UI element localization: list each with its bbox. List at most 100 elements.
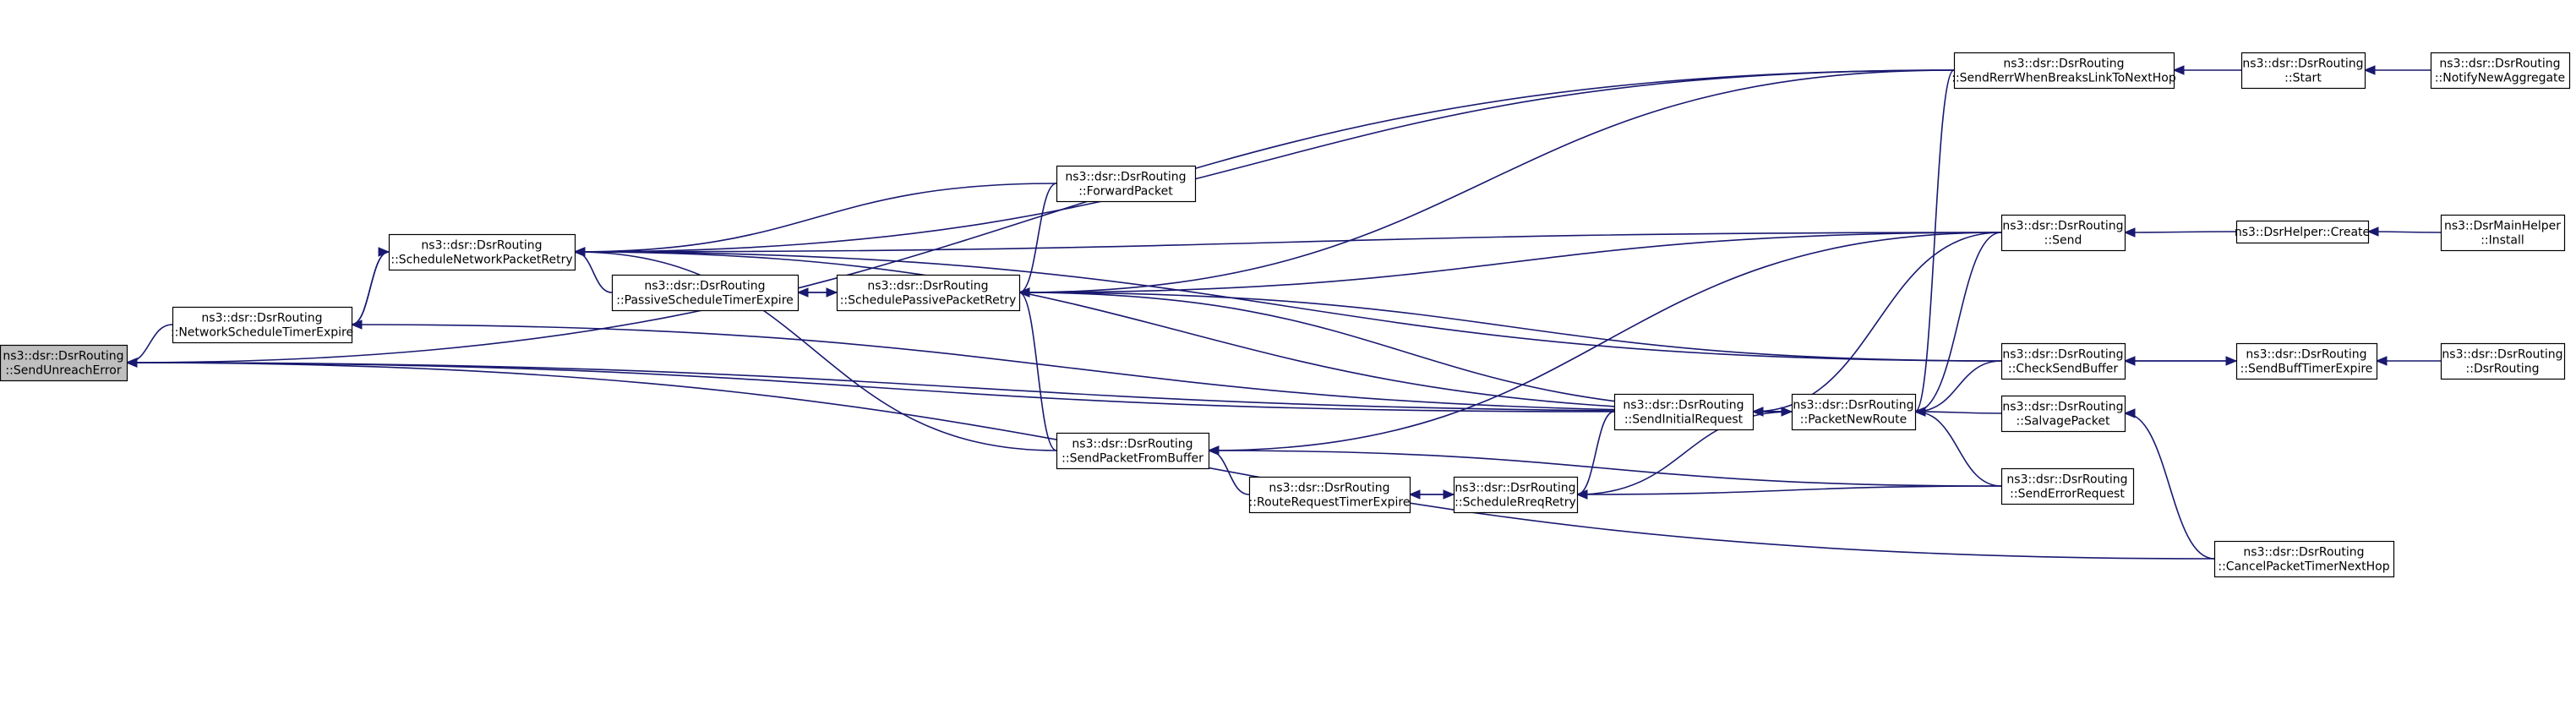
node-label: ::PassiveScheduleTimerExpire bbox=[616, 294, 794, 308]
arrowhead bbox=[378, 247, 390, 257]
node-box bbox=[1953, 52, 2175, 90]
call-edge bbox=[573, 183, 1057, 257]
call-edge bbox=[125, 69, 1955, 368]
edge-line bbox=[1576, 485, 2002, 495]
function-node-cancelPacketTimerNextHop[interactable]: ns3::dsr::DsrRouting::CancelPacketTimerN… bbox=[2213, 540, 2395, 578]
arrowhead bbox=[1751, 407, 1764, 417]
edge-line bbox=[1914, 232, 2002, 412]
function-node-scheduleRreqRetry[interactable]: ns3::dsr::DsrRouting::ScheduleRreqRetry bbox=[1453, 476, 1579, 514]
function-node-checkSendBuffer[interactable]: ns3::dsr::DsrRouting::CheckSendBuffer bbox=[2000, 342, 2126, 380]
call-edge bbox=[1575, 485, 2002, 500]
node-label: ::NetworkScheduleTimerExpire bbox=[171, 326, 353, 340]
node-label: ns3::dsr::DsrRouting bbox=[2002, 220, 2123, 233]
node-label: ns3::dsr::DsrRouting bbox=[1269, 482, 1389, 495]
call-edge bbox=[1751, 232, 2002, 417]
call-edge bbox=[1913, 360, 2002, 417]
function-node-schedulePassivePacketRetry[interactable]: ns3::dsr::DsrRouting::SchedulePassivePac… bbox=[836, 274, 1021, 312]
arrowhead bbox=[2172, 65, 2185, 75]
node-label: ns3::dsr::DsrRouting bbox=[1623, 399, 1744, 412]
node-label: ::SendInitialRequest bbox=[1624, 413, 1744, 427]
edge-line bbox=[126, 324, 173, 363]
arrowhead bbox=[1207, 445, 1220, 456]
arrowhead bbox=[2123, 227, 2136, 238]
call-edge bbox=[2366, 227, 2442, 237]
node-label: ns3::dsr::DsrRouting bbox=[2002, 348, 2123, 362]
node-label: ::SendRerrWhenBreaksLinkToNextHop bbox=[1951, 72, 2176, 85]
call-edge bbox=[1018, 232, 2002, 298]
function-node-scheduleNetworkPacketRetry[interactable]: ns3::dsr::DsrRouting::ScheduleNetworkPac… bbox=[388, 233, 576, 271]
node-label: ns3::dsr::DsrRouting bbox=[1454, 482, 1575, 495]
edge-line bbox=[574, 251, 1057, 451]
node-label: ::ForwardPacket bbox=[1078, 185, 1173, 199]
function-node-dsrMainHelperInstall[interactable]: ns3::DsrMainHelper::Install bbox=[2440, 214, 2566, 252]
edge-line bbox=[1208, 450, 2002, 487]
node-box bbox=[2000, 467, 2135, 505]
function-node-sendBuffTimerExpire[interactable]: ns3::dsr::DsrRouting::SendBuffTimerExpir… bbox=[2235, 342, 2378, 380]
edge-line bbox=[574, 232, 2002, 253]
function-node-sendErrorRequest[interactable]: ns3::dsr::DsrRouting::SendErrorRequest bbox=[2000, 467, 2135, 505]
function-node-packetNewRoute[interactable]: ns3::dsr::DsrRouting::PacketNewRoute bbox=[1791, 393, 1917, 431]
node-label: ::DsrRouting bbox=[2466, 363, 2540, 376]
node-label: ns3::dsr::DsrRouting bbox=[2002, 401, 2123, 414]
function-node-send[interactable]: ns3::dsr::DsrRouting::Send bbox=[2000, 214, 2126, 252]
call-edge bbox=[2123, 408, 2215, 560]
call-edges bbox=[125, 65, 2442, 560]
node-box bbox=[2240, 52, 2366, 90]
function-node-sendUnreachError[interactable]: ns3::dsr::DsrRouting::SendUnreachError bbox=[0, 344, 128, 382]
function-node-sendPacketFromBuffer[interactable]: ns3::dsr::DsrRouting::SendPacketFromBuff… bbox=[1056, 432, 1210, 470]
call-edge bbox=[1913, 407, 2002, 487]
arrowhead bbox=[2375, 356, 2388, 366]
node-box bbox=[611, 274, 800, 312]
function-node-start[interactable]: ns3::dsr::DsrRouting::Start bbox=[2240, 52, 2366, 90]
call-edge bbox=[573, 69, 1955, 257]
node-label: ns3::dsr::DsrRouting bbox=[421, 239, 542, 253]
edge-line bbox=[574, 69, 1955, 253]
node-box bbox=[2430, 52, 2571, 90]
function-node-sendRerrWhenBreaksLinkToNextHop[interactable]: ns3::dsr::DsrRouting::SendRerrWhenBreaks… bbox=[1951, 52, 2176, 90]
function-node-sendInitialRequest[interactable]: ns3::dsr::DsrRouting::SendInitialRequest bbox=[1613, 393, 1755, 431]
call-edge bbox=[1410, 489, 1455, 500]
edge-line bbox=[1208, 232, 2002, 451]
node-box bbox=[2440, 214, 2566, 252]
node-label: ::Start bbox=[2284, 72, 2322, 85]
function-node-dsrRoutingCtor[interactable]: ns3::dsr::DsrRouting::DsrRouting bbox=[2440, 342, 2566, 380]
node-label: ::SendBuffTimerExpire bbox=[2240, 363, 2373, 376]
call-edge bbox=[1575, 411, 1615, 500]
node-label: ::RouteRequestTimerExpire bbox=[1249, 496, 1411, 510]
edge-line bbox=[1914, 411, 2002, 414]
function-node-networkScheduleTimerExpire[interactable]: ns3::dsr::DsrRouting::NetworkScheduleTim… bbox=[171, 306, 353, 344]
node-box bbox=[2213, 540, 2395, 578]
arrowhead bbox=[2225, 356, 2238, 366]
call-edge bbox=[798, 287, 838, 298]
node-box bbox=[1613, 393, 1755, 431]
node-box bbox=[2000, 342, 2126, 380]
function-node-dsrHelperCreate[interactable]: ns3::DsrHelper::Create bbox=[2235, 220, 2370, 244]
node-label: ::PacketNewRoute bbox=[1800, 413, 1907, 427]
node-label: ns3::dsr::DsrRouting bbox=[201, 312, 322, 325]
function-node-routeRequestTimerExpire[interactable]: ns3::dsr::DsrRouting::RouteRequestTimerE… bbox=[1248, 476, 1411, 514]
node-box bbox=[1056, 165, 1197, 203]
arrowhead bbox=[1018, 287, 1030, 298]
node-label: ns3::dsr::DsrRouting bbox=[1065, 171, 1186, 184]
function-node-forwardPacket[interactable]: ns3::dsr::DsrRouting::ForwardPacket bbox=[1056, 165, 1197, 203]
node-label: ns3::dsr::DsrRouting bbox=[2006, 473, 2127, 487]
arrowhead bbox=[1913, 407, 1926, 417]
node-label: ::ScheduleNetworkPacketRetry bbox=[390, 254, 572, 267]
call-edge bbox=[573, 247, 1793, 412]
node-label: ns3::dsr::DsrRouting bbox=[1793, 399, 1913, 412]
node-label: ::CheckSendBuffer bbox=[2008, 363, 2118, 376]
function-node-salvagePacket[interactable]: ns3::dsr::DsrRouting::SalvagePacket bbox=[2000, 395, 2126, 433]
node-label: ns3::dsr::DsrRouting bbox=[867, 280, 988, 293]
node-box bbox=[388, 233, 576, 271]
node-label: ns3::dsr::DsrRouting bbox=[644, 280, 765, 293]
function-node-passiveScheduleTimerExpire[interactable]: ns3::dsr::DsrRouting::PassiveScheduleTim… bbox=[611, 274, 800, 312]
node-box bbox=[836, 274, 1021, 312]
edge-line bbox=[126, 362, 1615, 412]
call-edge bbox=[2123, 227, 2237, 238]
node-box bbox=[2440, 342, 2566, 380]
node-label: ::NotifyNewAggregate bbox=[2435, 72, 2565, 85]
node-box bbox=[1248, 476, 1411, 514]
function-nodes: ns3::dsr::DsrRouting::SendUnreachErrorns… bbox=[0, 52, 2571, 578]
function-node-notifyNewAggregate[interactable]: ns3::dsr::DsrRouting::NotifyNewAggregate bbox=[2430, 52, 2571, 90]
